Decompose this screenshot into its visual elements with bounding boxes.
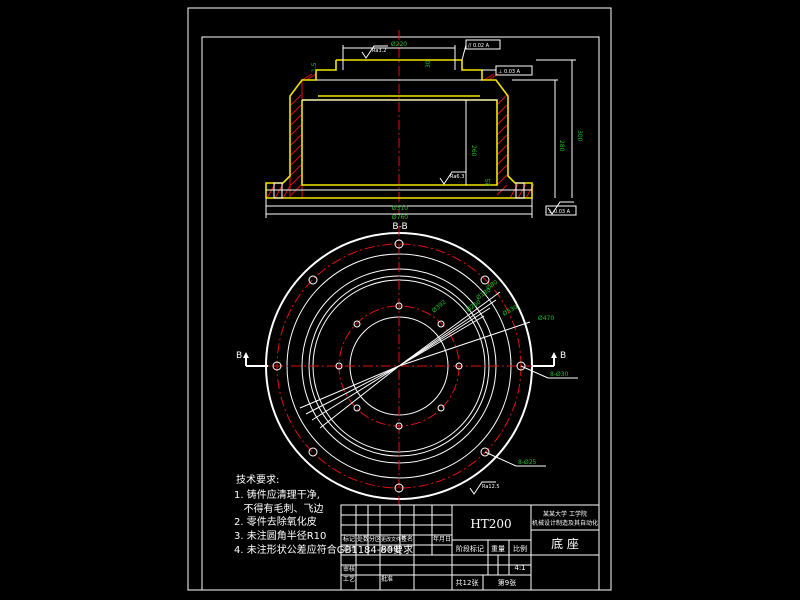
review-label: 审核 xyxy=(343,565,355,573)
school-line-1: 某某大学 工学院 xyxy=(543,510,587,518)
scale-label: 比例 xyxy=(513,544,527,553)
dim-height-text: 300 xyxy=(576,130,583,142)
designer-label: 设计 xyxy=(343,545,355,553)
tol-frame-c: ⊥ 0.03 A xyxy=(548,209,571,215)
dim-base-text: Ø760 xyxy=(392,214,408,221)
rough-c-text: Ra12.5 xyxy=(482,484,500,490)
dim-top-bore: Ø220 xyxy=(342,41,456,70)
approve-label: 批准 xyxy=(381,575,393,583)
outer-bolt-holes xyxy=(272,239,526,493)
notes-title: 技术要求: xyxy=(236,473,279,486)
radial-leaders: Ø80 Ø180 Ø260 Ø330 Ø392 Ø470 xyxy=(299,279,554,429)
plan-view: Ø80 Ø180 Ø260 Ø330 Ø392 Ø470 8-Ø30 8-Ø25… xyxy=(255,226,578,506)
sheet-number: 第9张 xyxy=(498,578,516,587)
notes-line-1: 1. 铸件应清理干净, xyxy=(234,488,320,501)
holes-b-callout: 8-Ø25 xyxy=(518,459,537,466)
dia-d-text: Ø330 xyxy=(502,303,520,317)
inner-bolt-holes xyxy=(335,302,463,430)
dim-flange-t-text: 25 xyxy=(485,178,492,186)
technical-notes: 技术要求: 1. 铸件应清理干净, 不得有毛刺、飞边 2. 零件去除氧化皮 3.… xyxy=(234,473,413,556)
dim-chamfer-text: 1.5 xyxy=(311,62,318,72)
process-label: 工艺 xyxy=(343,575,355,583)
dim-inner-height-text: 280 xyxy=(558,140,565,152)
stage-label: 阶段标记 xyxy=(456,544,484,553)
doc-label: 更改文件号 xyxy=(381,536,406,543)
dim-body-height-text: 260 xyxy=(470,145,477,157)
tolerance-frames: // 0.02 A ⊥ 0.03 A ⊥ 0.03 A xyxy=(461,39,577,216)
section-cut-marks: B B xyxy=(236,351,566,367)
dim-top-bore-text: Ø220 xyxy=(391,41,407,48)
standard-label: 标准化 xyxy=(381,545,399,553)
dim-flange: Ø310 Ø760 xyxy=(265,198,533,221)
school-line-2: 机械设计制造及其自动化 xyxy=(532,519,598,527)
dia-f-text: Ø470 xyxy=(538,315,554,322)
date-label: 年月日 xyxy=(433,535,451,543)
mark-label: 标记 xyxy=(343,535,355,543)
roughness-symbols: Ra3.2 Ra6.3 xyxy=(361,45,574,215)
count-label: 处数 xyxy=(357,535,369,543)
holes-a-callout: 8-Ø30 xyxy=(550,371,569,378)
cut-mark-right: B xyxy=(560,351,566,361)
weight-label: 重量 xyxy=(491,545,505,553)
title-block: HT200 某某大学 工学院 机械设计制造及其自动化 底 座 阶段标记 重量 比… xyxy=(340,504,600,591)
notes-line-2: 不得有毛刺、飞边 xyxy=(234,502,324,515)
dia-e-text: Ø392 xyxy=(431,299,448,315)
zone-label: 分区 xyxy=(369,535,381,543)
dim-height: 300 280 260 30 1.5 25 xyxy=(311,59,583,198)
scale-value: 4:1 xyxy=(514,564,525,572)
dim-wall-text: 30 xyxy=(425,60,432,68)
rough-a-text: Ra3.2 xyxy=(372,48,386,54)
body-outline xyxy=(265,60,533,199)
notes-line-4: 3. 未注圆角半径R10 xyxy=(234,529,326,542)
dim-flange-text: Ø310 xyxy=(392,205,408,212)
left-wall-hatch xyxy=(266,73,317,199)
cut-mark-left: B xyxy=(236,351,242,361)
section-view: Ø220 Ø310 Ø760 300 280 260 30 1.5 25 // … xyxy=(265,30,583,221)
notes-line-3: 2. 零件去除氧化皮 xyxy=(234,515,317,528)
material-text: HT200 xyxy=(470,517,511,531)
part-name-text: 底 座 xyxy=(551,536,579,551)
tol-frame-a: // 0.02 A xyxy=(468,43,490,49)
sheets-total: 共12张 xyxy=(456,578,479,587)
tol-frame-b: ⊥ 0.03 A xyxy=(498,69,521,75)
section-label: B-B xyxy=(392,222,407,232)
sign-label: 签名 xyxy=(401,535,413,543)
rough-b-text: Ra6.3 xyxy=(450,174,464,180)
